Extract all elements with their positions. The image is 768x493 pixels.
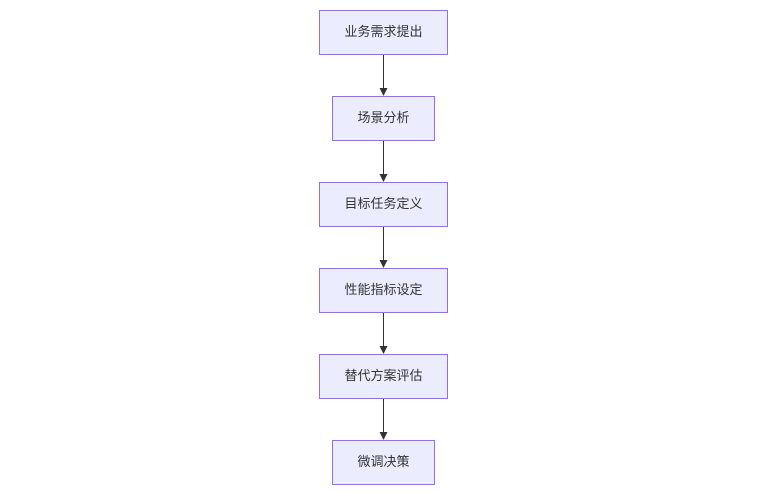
flow-arrow xyxy=(379,55,388,96)
flow-node: 场景分析 xyxy=(332,96,435,141)
flow-arrow xyxy=(379,141,388,182)
flow-node-label: 替代方案评估 xyxy=(344,368,422,384)
flow-arrow xyxy=(379,399,388,440)
flow-node-label: 微调决策 xyxy=(357,454,409,470)
flow-node: 替代方案评估 xyxy=(319,354,448,399)
arrowhead-icon xyxy=(379,432,388,440)
flow-node-box xyxy=(332,440,435,485)
flow-node: 业务需求提出 xyxy=(319,10,448,55)
arrowhead-icon xyxy=(379,346,388,354)
flow-arrow xyxy=(379,227,388,268)
arrowhead-icon xyxy=(379,174,388,182)
flow-node: 微调决策 xyxy=(332,440,435,485)
flow-node-label: 性能指标设定 xyxy=(344,283,422,298)
arrowhead-icon xyxy=(379,260,388,268)
arrowhead-icon xyxy=(379,88,388,96)
flow-arrow xyxy=(379,313,388,354)
flow-node: 性能指标设定 xyxy=(319,268,448,313)
flow-node-label: 目标任务定义 xyxy=(344,196,422,212)
flow-node: 目标任务定义 xyxy=(319,182,448,227)
flow-node-box xyxy=(332,96,435,141)
flow-node-label: 场景分析 xyxy=(357,111,409,126)
flow-node-box xyxy=(319,10,448,55)
flow-node-box xyxy=(319,182,448,227)
flow-node-box xyxy=(319,268,448,313)
flow-node-label: 业务需求提出 xyxy=(344,24,422,40)
edges-layer xyxy=(379,55,388,440)
flow-node-box xyxy=(319,354,448,399)
